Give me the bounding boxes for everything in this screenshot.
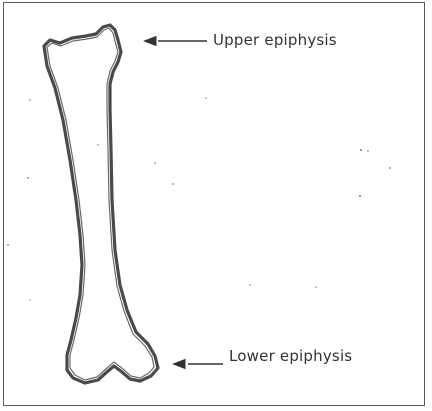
label-lower-epiphysis: Lower epiphysis — [229, 347, 352, 365]
bone-outline-inner — [47, 28, 154, 380]
bone-outline — [44, 25, 158, 383]
lower-arrow — [172, 359, 223, 369]
label-upper-epiphysis: Upper epiphysis — [213, 31, 337, 49]
upper-arrow — [143, 36, 207, 46]
